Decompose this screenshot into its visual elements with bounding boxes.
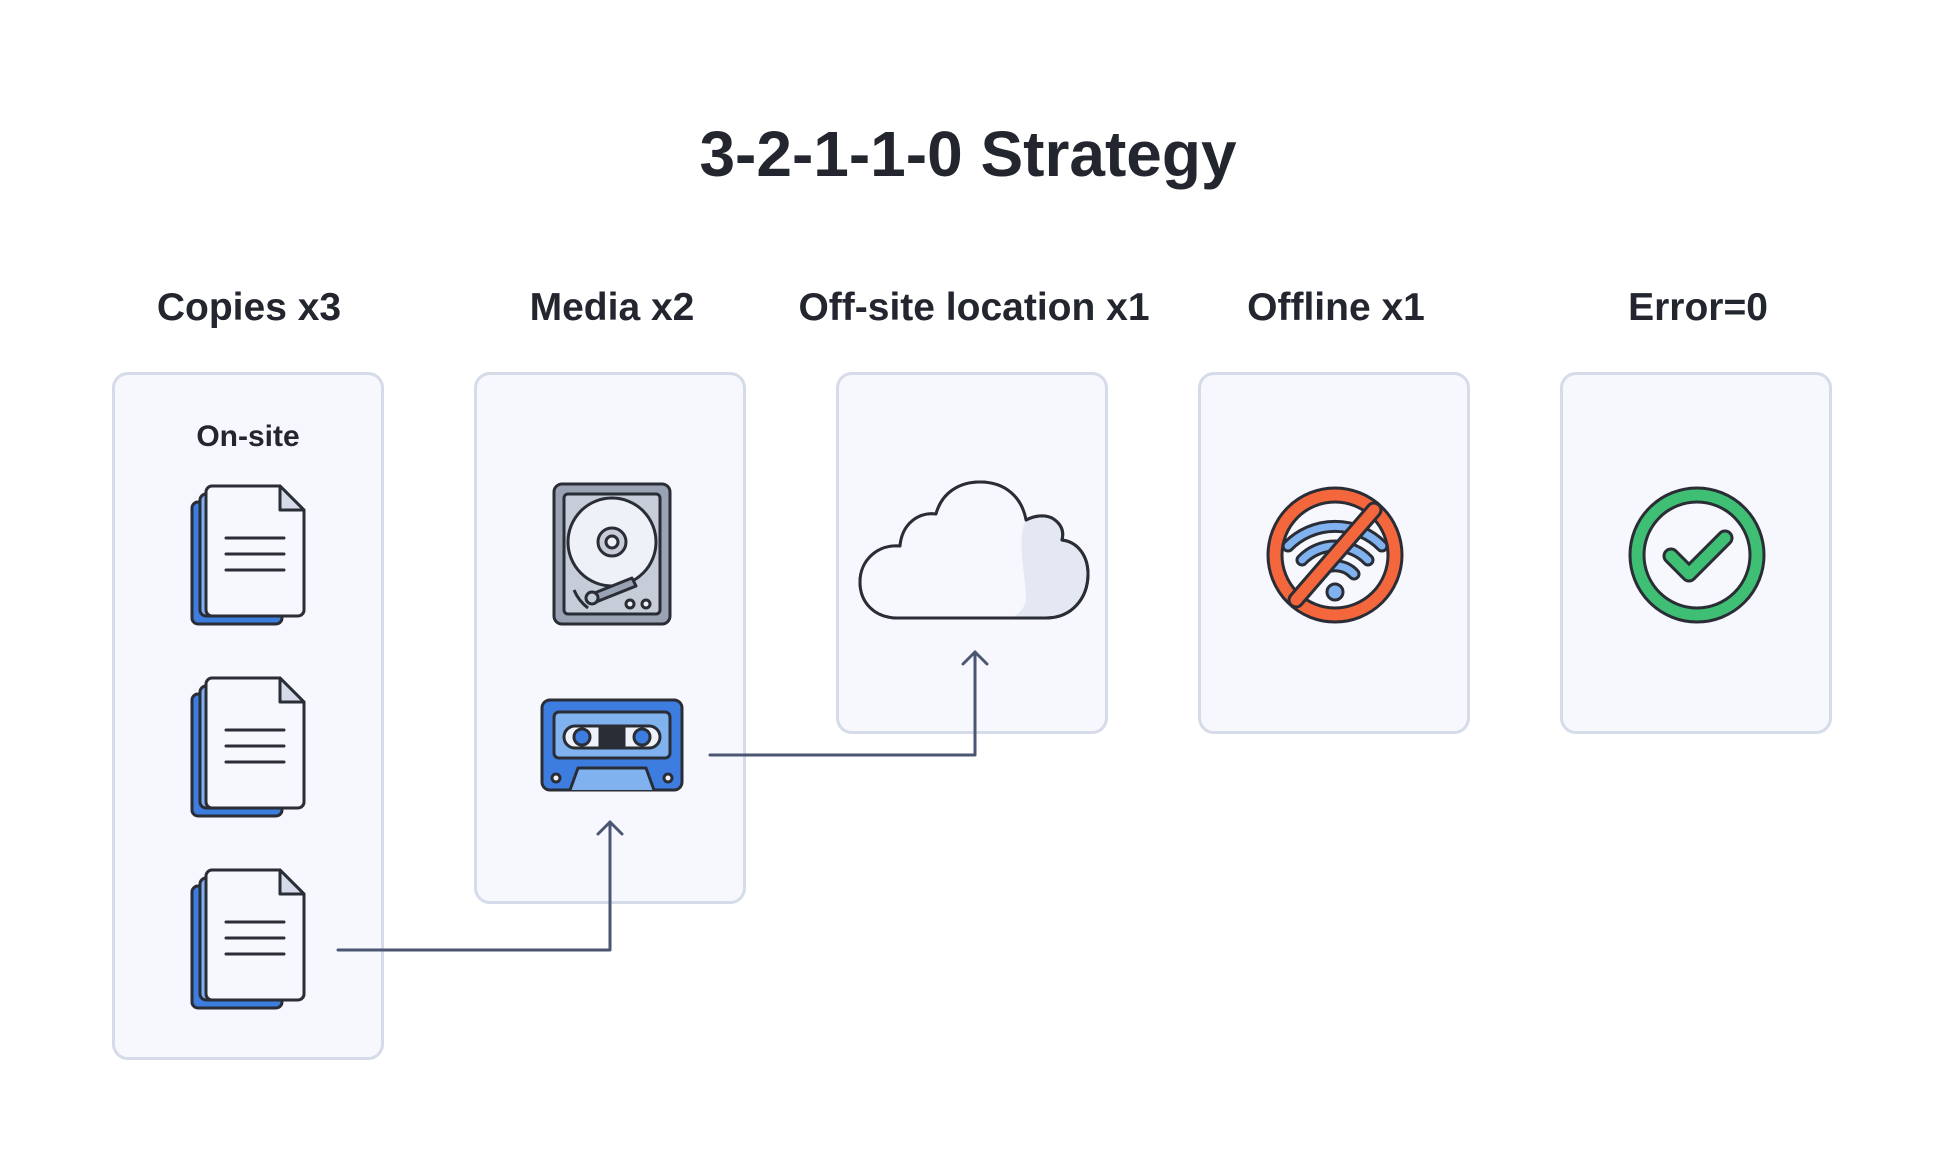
column-label-offsite: Off-site location x1 (798, 286, 1150, 329)
connector-copies-to-tape (336, 820, 612, 952)
cassette-tape-icon (540, 698, 684, 792)
arrowhead-tape (596, 820, 624, 836)
column-label-offline: Offline x1 (1247, 286, 1425, 329)
checkmark-icon (1628, 486, 1766, 624)
connector-tape-to-cloud (708, 650, 977, 757)
cloud-icon (858, 480, 1090, 620)
hard-drive-icon (552, 482, 672, 626)
document-stack-icon (190, 868, 306, 1010)
onsite-label: On-site (196, 420, 300, 453)
column-label-copies: Copies x3 (156, 286, 342, 329)
no-wifi-icon (1266, 486, 1404, 624)
document-stack-icon (190, 676, 306, 818)
document-stack-icon (190, 484, 306, 626)
column-label-media: Media x2 (529, 286, 695, 329)
arrowhead-cloud (961, 650, 989, 666)
column-label-error: Error=0 (1628, 286, 1768, 329)
diagram-title: 3-2-1-1-0 Strategy (699, 118, 1237, 190)
